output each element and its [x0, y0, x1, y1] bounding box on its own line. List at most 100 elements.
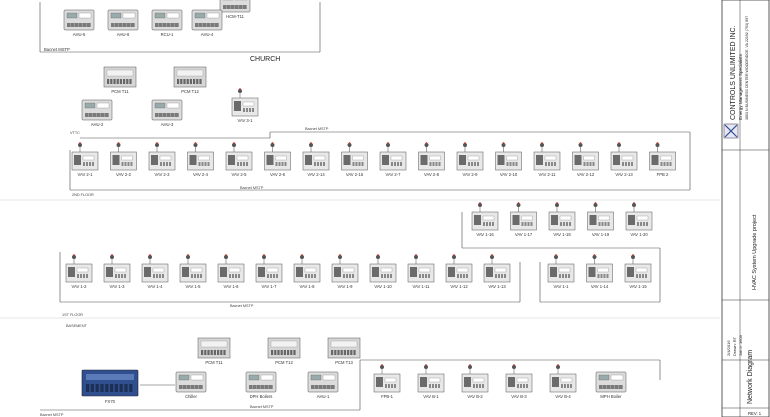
- floor2-vav-5: VAV 2-6: [264, 142, 291, 177]
- floor1-label: 1ST FLOOR: [62, 313, 83, 317]
- actuator-icon: [424, 143, 429, 147]
- pcm-side-label: VTTC: [70, 131, 80, 135]
- floor1-vav-2: VAV 1-4: [141, 254, 169, 289]
- floor2-vav-3-label: VAV 2-4: [193, 172, 209, 177]
- actuator-icon: [116, 143, 121, 147]
- floor1-upper-vav-0: VAV 1-16: [471, 202, 499, 237]
- church-hcm-device-label: HCM-T11: [226, 14, 245, 19]
- sheet-date: 2/4/2016: [726, 340, 731, 356]
- actuator-icon: [463, 143, 467, 147]
- floor1-right-vav-2-label: VAV 1-15: [629, 284, 647, 289]
- floor1-vav-1: VAV 1-3: [103, 254, 131, 289]
- floor1-vav-5: VAV 1-7: [255, 254, 283, 289]
- floor1-upper-vav-2-label: VAV 1-18: [553, 232, 571, 237]
- actuator-icon: [478, 203, 482, 207]
- floor1-vav-9-label: VAV 1-11: [413, 284, 431, 289]
- floor1-vav-11: VAV 1-13: [483, 254, 511, 289]
- basement-vav-1: VAV B-1: [417, 364, 445, 399]
- floor2-vav-1-label: VAV 2-2: [116, 172, 132, 177]
- actuator-icon: [380, 365, 384, 369]
- actuator-icon: [309, 143, 313, 147]
- church-controller-0-label: AHU-5: [73, 32, 86, 37]
- actuator-icon: [72, 255, 76, 259]
- actuator-icon: [78, 143, 82, 147]
- actuator-icon: [452, 255, 456, 259]
- floor2-vav-9: VAV 2-8: [418, 142, 445, 177]
- basement-controller-2-label: AHU-1: [317, 394, 330, 399]
- pcm-top-1: PCM T12: [173, 66, 207, 94]
- basement-vav-3-label: VAV B-3: [511, 394, 527, 399]
- floor1-vav-8: VAV 1-10: [369, 254, 397, 289]
- actuator-icon: [270, 143, 275, 147]
- fx70-label: FX70: [105, 399, 116, 404]
- floor1-bus-label: Bacnet MSTP: [230, 304, 254, 308]
- church-controller-3: AHU-4: [191, 9, 223, 37]
- floor2-vav-15: FPB 2: [649, 142, 676, 177]
- floor2-vav-4-label: VAV 2-5: [232, 172, 248, 177]
- floor2-vav-10-label: VAV 2-9: [463, 172, 479, 177]
- floor1-vav-7: VAV 1-9: [331, 254, 359, 289]
- actuator-icon: [155, 143, 159, 147]
- floor1-vav-8-label: VAV 1-10: [374, 284, 392, 289]
- actuator-icon: [238, 89, 242, 93]
- floor2-vav-12: VAV 2-11: [533, 142, 561, 177]
- floor2-bus-label: Bacnet MSTP: [240, 186, 264, 190]
- floor1-vav-3: VAV 1-5: [179, 254, 207, 289]
- fx70-icon: [81, 369, 139, 397]
- church-controller-1-label: AHU-6: [117, 32, 130, 37]
- company-name: CONTROLS UNLIMITED INC.: [730, 25, 737, 120]
- basement-vav-2-label: VAV B-2: [467, 394, 483, 399]
- actuator-icon: [593, 203, 598, 207]
- floor2-vav-1: VAV 2-2: [110, 142, 137, 177]
- floor1-right-vav-2: VAV 1-15: [624, 254, 652, 289]
- actuator-icon: [501, 143, 506, 147]
- floor1-upper-vav-1: VAV 1-17: [510, 202, 537, 237]
- floor2-vav-2-label: VAV 2-3: [155, 172, 171, 177]
- floor1-right-vav-1-label: VAV 1-14: [591, 284, 609, 289]
- actuator-icon: [186, 255, 190, 259]
- actuator-icon: [414, 255, 418, 259]
- floor2-vav-13-label: VAV 2-12: [577, 172, 595, 177]
- title-block: CONTROLS UNLIMITED INC. Energy Managemen…: [721, 0, 770, 417]
- basement-vav-4-label: VAV B-4: [555, 394, 571, 399]
- floor1-vav-6-label: VAV 1-8: [300, 284, 316, 289]
- church-bus-label: Bacnet MSTP: [44, 47, 70, 52]
- floor1-vav-0: VAV 1-2: [65, 254, 93, 289]
- basement-vav-0-label: FPB-1: [381, 394, 394, 399]
- floor2-vav-6-label: VAV 2-14: [307, 172, 325, 177]
- floor1-upper-vav-4-label: VAV 1-20: [630, 232, 648, 237]
- mph-boiler-controller: MPH Boiler: [595, 371, 627, 399]
- pcm-ahu-1-label: AHU-3: [161, 122, 174, 127]
- basement-label: BASEMENT: [66, 324, 88, 328]
- basement-bus-label: Bacnet MSTP: [250, 405, 274, 409]
- actuator-icon: [631, 255, 635, 259]
- basement-controller-0: Chiller: [175, 371, 207, 399]
- church-controller-1: AHU-6: [107, 9, 139, 37]
- project-title: HVAC System Upgrade project: [752, 214, 758, 290]
- logo-mark: [724, 124, 738, 138]
- actuator-icon: [554, 255, 558, 259]
- floor2-vav-10: VAV 2-9: [456, 142, 484, 177]
- floor1-vav-10-label: VAV 1-12: [450, 284, 468, 289]
- floor2-vav-6: VAV 2-14: [302, 142, 330, 177]
- basement-bus-label-2: Bacnet MSTP: [40, 413, 64, 417]
- actuator-icon: [347, 143, 352, 147]
- basement-vav-0: FPB-1: [373, 364, 401, 399]
- actuator-icon: [556, 365, 560, 369]
- actuator-icon: [632, 203, 636, 207]
- actuator-icon: [300, 255, 304, 259]
- basement-vav-4: VAV B-4: [549, 364, 577, 399]
- actuator-icon: [490, 255, 494, 259]
- floor2-vav-9-label: VAV 2-8: [424, 172, 440, 177]
- fx70-head-end: FX70: [81, 369, 139, 404]
- basement-vav-2: VAV B-2: [461, 364, 489, 399]
- church-title: CHURCH: [250, 56, 280, 63]
- floor1-vav-2-label: VAV 1-4: [148, 284, 164, 289]
- basement-panel-1: PCM T12: [267, 337, 301, 365]
- actuator-icon: [386, 143, 390, 147]
- floor1-right-vav-1: VAV 1-14: [586, 254, 613, 289]
- floor2-vav-3: VAV 2-4: [187, 142, 214, 177]
